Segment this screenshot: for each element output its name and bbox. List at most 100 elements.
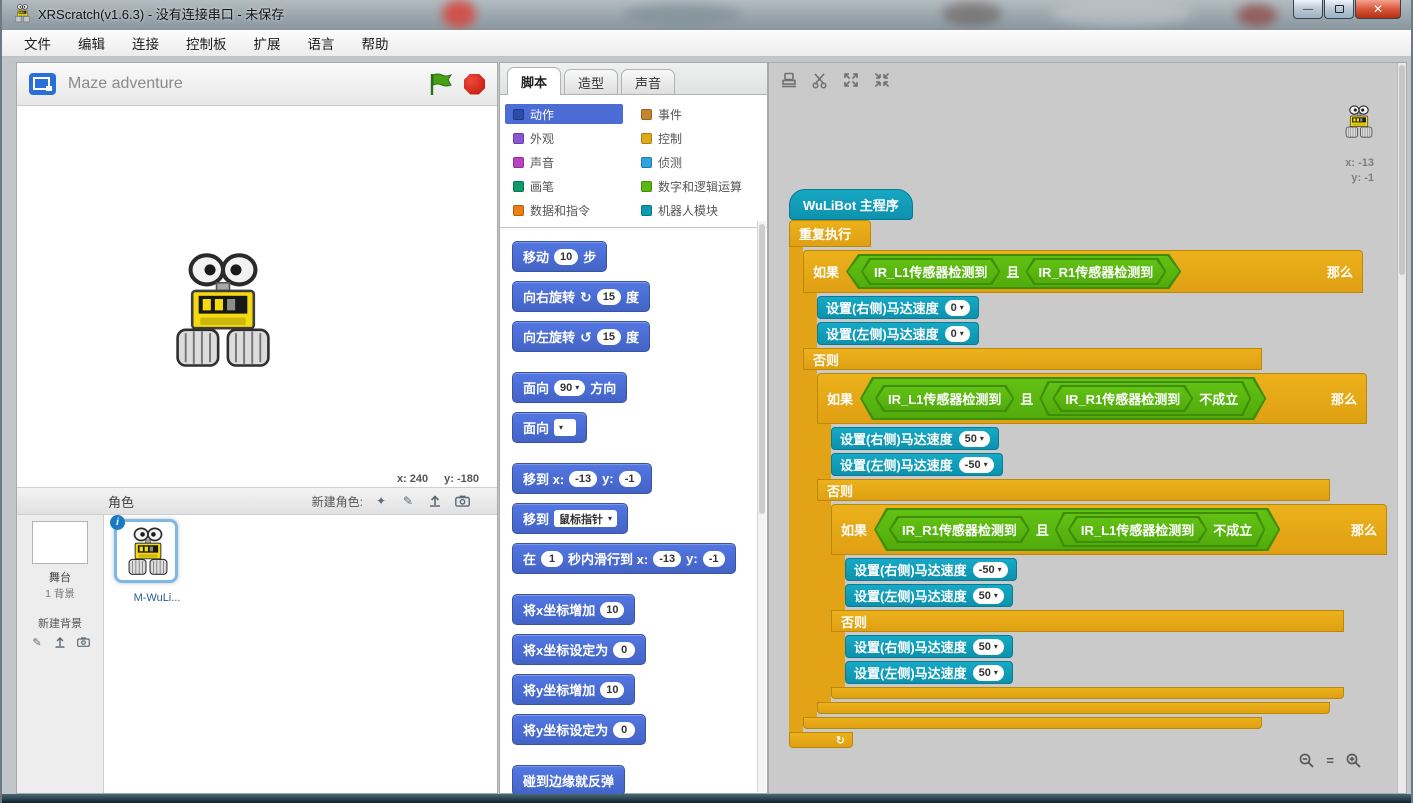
category-pen[interactable]: 画笔 (505, 176, 633, 196)
sensor-ir-l1[interactable]: IR_L1传感器检测到 (875, 385, 1014, 412)
if-bar-2[interactable]: 如果 IR_L1传感器检测到 且 IR_R1传感器检测到 不成立 (817, 373, 1367, 424)
tab-costumes[interactable]: 造型 (564, 69, 618, 94)
x-input[interactable]: -13 (653, 551, 681, 567)
goto-target-dropdown[interactable]: 鼠标指针▾ (554, 510, 617, 527)
camera-sprite-icon[interactable] (453, 493, 471, 509)
set-right-motor-block[interactable]: 设置(右侧)马达速度 0▾ (817, 296, 979, 319)
menu-edit[interactable]: 编辑 (78, 33, 105, 53)
green-flag-button[interactable] (428, 72, 452, 96)
set-left-motor-block[interactable]: 设置(左侧)马达速度 50▾ (845, 584, 1013, 607)
set-right-motor-block[interactable]: 设置(右侧)马达速度 50▾ (831, 427, 999, 450)
category-data[interactable]: 数据和指令 (505, 200, 633, 220)
stage-canvas[interactable] (17, 106, 497, 470)
if-bar-3[interactable]: 如果 IR_R1传感器检测到 且 IR_L1传感器检测到 不成立 (831, 504, 1387, 555)
if-else-block-1[interactable]: 如果 IR_L1传感器检测到 且 IR_R1传感器检测到 那么 设置(右侧)马达… (803, 250, 1387, 729)
x-input[interactable]: 0 (613, 642, 635, 658)
forever-block[interactable]: 重复执行 如果 IR_L1传感器检测到 且 IR_R1传感器检测到 那么 (789, 220, 1387, 748)
menu-extension[interactable]: 扩展 (254, 33, 281, 53)
sensor-ir-l1[interactable]: IR_L1传感器检测到 (1068, 516, 1207, 543)
menu-board[interactable]: 控制板 (186, 33, 227, 53)
grow-icon[interactable] (841, 70, 861, 90)
speed-dropdown[interactable]: 0▾ (945, 300, 970, 316)
category-robot[interactable]: 机器人模块 (633, 200, 767, 220)
stage-select-icon[interactable] (29, 73, 56, 95)
speed-dropdown[interactable]: 50▾ (973, 639, 1004, 655)
dy-input[interactable]: 10 (600, 682, 624, 698)
and-operator[interactable]: IR_L1传感器检测到 且 IR_R1传感器检测到 不成立 (860, 377, 1266, 420)
category-events[interactable]: 事件 (633, 104, 767, 124)
category-motion[interactable]: 动作 (505, 104, 623, 124)
paint-backdrop-icon[interactable]: ✎ (28, 634, 46, 650)
maximize-button[interactable] (1324, 0, 1354, 19)
else-bar-3[interactable]: 否则 (831, 610, 1344, 632)
speed-dropdown[interactable]: 50▾ (973, 665, 1004, 681)
speed-dropdown[interactable]: 0▾ (945, 326, 970, 342)
zoom-reset-button[interactable]: = (1326, 753, 1334, 768)
category-control[interactable]: 控制 (633, 128, 767, 148)
block-glide[interactable]: 在 1 秒内滑行到 x: -13 y: -1 (512, 543, 736, 574)
degrees-input[interactable]: 15 (597, 329, 621, 345)
speed-dropdown[interactable]: -50▾ (959, 457, 994, 473)
camera-backdrop-icon[interactable] (74, 634, 92, 650)
sprite-thumbnail-selected[interactable]: i M-WuLi... (114, 519, 178, 583)
block-goto-target[interactable]: 移到 鼠标指针▾ (512, 503, 628, 534)
if-end-bar-3[interactable] (831, 687, 1344, 699)
category-sensing[interactable]: 侦测 (633, 152, 767, 172)
if-else-block-3[interactable]: 如果 IR_R1传感器检测到 且 IR_L1传感器检测到 不成立 (831, 504, 1387, 699)
zoom-out-button[interactable] (1298, 752, 1315, 769)
tab-sounds[interactable]: 声音 (621, 69, 675, 94)
menu-language[interactable]: 语言 (308, 33, 335, 53)
tab-scripts[interactable]: 脚本 (507, 67, 561, 95)
sensor-ir-l1[interactable]: IR_L1传感器检测到 (861, 258, 1000, 285)
block-change-y[interactable]: 将y坐标增加 10 (512, 674, 635, 705)
and-operator[interactable]: IR_R1传感器检测到 且 IR_L1传感器检测到 不成立 (874, 508, 1280, 551)
target-dropdown[interactable]: ▾ (554, 419, 576, 436)
sprite-info-icon[interactable]: i (110, 515, 125, 530)
scripts-scroll-thumb[interactable] (1399, 65, 1405, 275)
sprite-library-icon[interactable]: ✦ (372, 493, 390, 509)
block-turn-left[interactable]: 向左旋转 ↺ 15 度 (512, 321, 650, 352)
hat-block-main-program[interactable]: WuLiBot 主程序 (789, 189, 913, 220)
speed-dropdown[interactable]: 50▾ (959, 431, 990, 447)
category-looks[interactable]: 外观 (505, 128, 633, 148)
block-change-x[interactable]: 将x坐标增加 10 (512, 594, 635, 625)
delete-scissors-icon[interactable] (810, 70, 830, 90)
shrink-icon[interactable] (872, 70, 892, 90)
block-bounce-on-edge[interactable]: 碰到边缘就反弹 (512, 765, 625, 796)
block-move-steps[interactable]: 移动 10 步 (512, 241, 607, 272)
direction-dropdown[interactable]: 90▾ (554, 380, 585, 396)
forever-bottom-bar[interactable]: ↻ (789, 732, 853, 748)
else-bar-1[interactable]: 否则 (803, 348, 1262, 370)
speed-dropdown[interactable]: 50▾ (973, 588, 1004, 604)
set-left-motor-block[interactable]: 设置(左侧)马达速度 50▾ (845, 661, 1013, 684)
duplicate-stamp-icon[interactable] (779, 70, 799, 90)
secs-input[interactable]: 1 (541, 551, 563, 567)
forever-label-bar[interactable]: 重复执行 (789, 220, 871, 247)
set-right-motor-block[interactable]: 设置(右侧)马达速度 -50▾ (845, 558, 1017, 581)
block-point-towards[interactable]: 面向 ▾ (512, 412, 587, 443)
if-bar-1[interactable]: 如果 IR_L1传感器检测到 且 IR_R1传感器检测到 那么 (803, 250, 1363, 293)
scripts-scrollbar[interactable] (1397, 63, 1406, 793)
dx-input[interactable]: 10 (600, 602, 624, 618)
steps-input[interactable]: 10 (554, 249, 578, 265)
speed-dropdown[interactable]: -50▾ (973, 562, 1008, 578)
if-end-bar-2[interactable] (817, 702, 1330, 714)
else-bar-2[interactable]: 否则 (817, 479, 1330, 501)
block-turn-right[interactable]: 向右旋转 ↻ 15 度 (512, 281, 650, 312)
upload-backdrop-icon[interactable] (51, 634, 69, 650)
not-operator[interactable]: IR_R1传感器检测到 不成立 (1039, 381, 1251, 416)
menu-help[interactable]: 帮助 (362, 33, 389, 53)
zoom-in-button[interactable] (1345, 752, 1362, 769)
sensor-ir-r1[interactable]: IR_R1传感器检测到 (1052, 385, 1193, 412)
stage-thumbnail[interactable] (32, 521, 88, 564)
sensor-ir-r1[interactable]: IR_R1传感器检测到 (1025, 258, 1166, 285)
y-input[interactable]: 0 (613, 722, 635, 738)
set-right-motor-block[interactable]: 设置(右侧)马达速度 50▾ (845, 635, 1013, 658)
x-input[interactable]: -13 (569, 471, 597, 487)
block-goto-xy[interactable]: 移到 x: -13 y: -1 (512, 463, 652, 494)
block-set-y[interactable]: 将y坐标设定为 0 (512, 714, 646, 745)
minimize-button[interactable]: — (1293, 0, 1323, 19)
menu-file[interactable]: 文件 (24, 33, 51, 53)
robot-sprite[interactable] (169, 252, 277, 372)
and-operator[interactable]: IR_L1传感器检测到 且 IR_R1传感器检测到 (846, 254, 1181, 289)
